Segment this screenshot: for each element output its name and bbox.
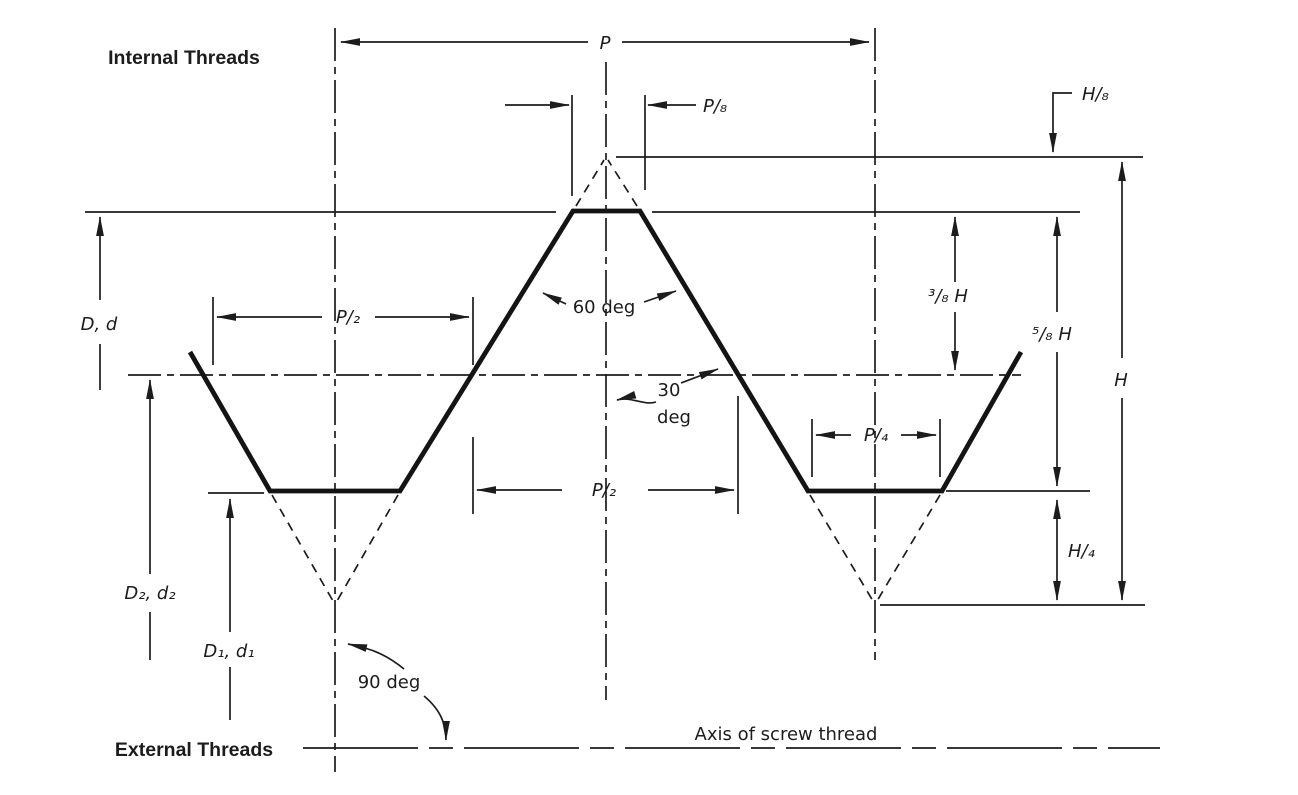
dim-five-eighths-h: ⁵/₈ H [1032,216,1072,487]
label-d1-d1: D₁, d₁ [203,641,254,662]
dim-major-diameter: D, d [81,216,118,390]
dim-pitch-diameter: D₂, d₂ [124,379,176,660]
annotation-30-deg: 30 deg [616,368,719,428]
dim-h: H [1114,161,1128,601]
label-p2-lower: P/₂ [592,480,616,501]
label-30-deg-word: deg [657,407,691,428]
label-h8: H/₈ [1082,84,1109,105]
label-external-threads: External Threads [115,739,273,761]
crest-apex-extension [575,159,638,207]
label-h: H [1114,370,1128,391]
dim-p-quarter: P/₄ [811,419,941,477]
label-90-deg: 90 deg [358,672,421,693]
dim-h-eighth: H/₈ [1049,84,1109,153]
deg60-leader-right [643,290,677,303]
label-p8: P/₈ [703,96,727,117]
dim-p-eighth: P/₈ [505,95,727,196]
sharp-v-extensions [271,159,941,602]
dim-minor-diameter: D₁, d₁ [203,498,255,720]
label-d-d: D, d [81,314,118,335]
left-valley-v-extension [271,494,399,602]
annotation-60-deg: 60 deg [542,290,677,318]
label-3-8-h: ³/₈ H [928,286,968,307]
deg30-leader-centerline [616,391,657,404]
dim-h-quarter: H/₄ [1053,499,1096,601]
deg60-leader-left [542,292,567,305]
label-h4: H/₄ [1068,541,1096,562]
label-p: P [600,33,611,54]
label-p4: P/₄ [864,425,889,446]
dim-p-half-upper: P/₂ [212,297,474,365]
deg90-leader-axis [423,695,450,741]
dim-p-half-lower: P/₂ [472,396,739,514]
thread-profile [187,208,1024,494]
annotation-90-deg: 90 deg [347,643,450,741]
h8-leader [1049,92,1072,153]
label-5-8-h: ⁵/₈ H [1032,324,1072,345]
right-valley-v-extension [809,494,941,602]
label-30: 30 [658,380,681,401]
deg90-leader-centerline [347,643,405,670]
deg30-leader-flank [680,368,719,384]
centerlines [128,28,1160,772]
label-internal-threads: Internal Threads [108,47,260,69]
label-axis-of-screw-thread: Axis of screw thread [695,724,878,745]
label-d2-d2: D₂, d₂ [124,583,175,604]
dim-three-eighths-h: ³/₈ H [928,216,968,371]
label-p2-upper: P/₂ [336,307,360,328]
reference-lines [85,156,1145,606]
dim-pitch-p: P [340,33,870,54]
label-60-deg: 60 deg [573,297,636,318]
